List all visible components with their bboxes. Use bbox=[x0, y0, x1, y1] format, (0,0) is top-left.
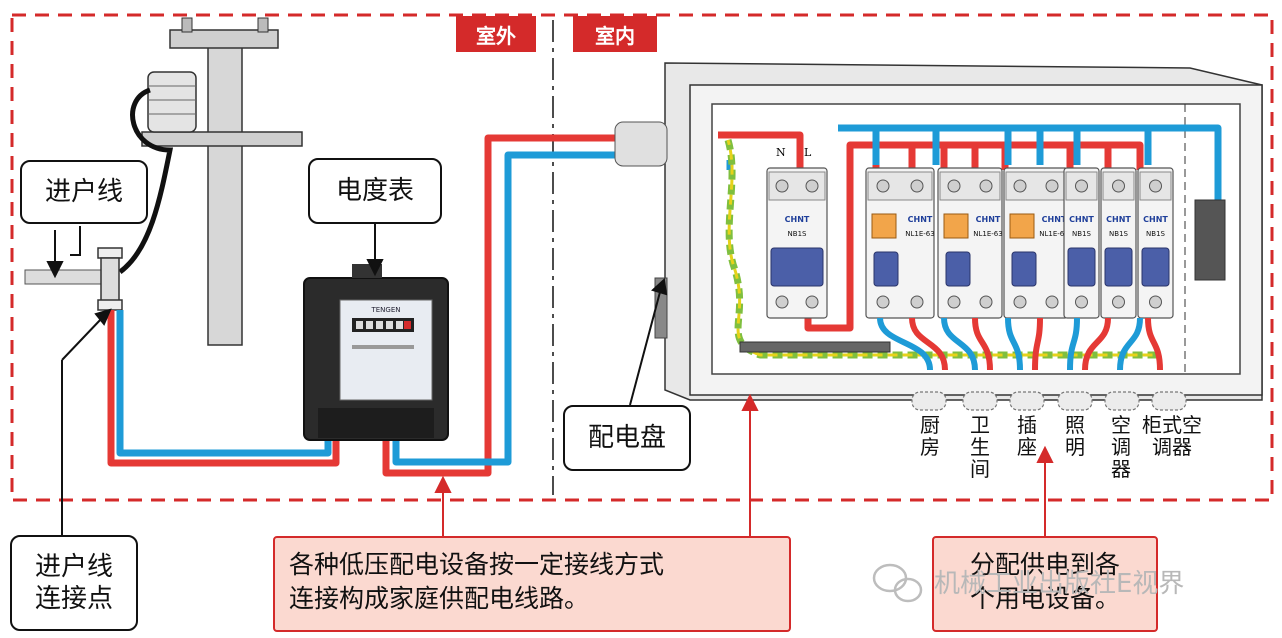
left-callout: 各种低压配电设备按一定接线方式 连接构成家庭供配电线路。 bbox=[273, 536, 791, 632]
breaker-model-label: NB1S bbox=[788, 230, 807, 238]
breaker-mcb: CHNT NB1S bbox=[1063, 167, 1100, 319]
dashed-boundary bbox=[10, 13, 1274, 502]
energy-meter bbox=[303, 264, 449, 441]
breaker-rcd: CHNT NL1E-63 bbox=[1003, 167, 1069, 319]
breaker-row: CHNTNB1SCHNTNL1E-63CHNTNL1E-63CHNTNL1E-6… bbox=[747, 167, 1216, 352]
outdoor-tag: 室外 bbox=[456, 16, 536, 52]
circuit-label-cabinet-aircon: 柜式空调器 bbox=[1142, 413, 1202, 459]
circuit-label-bathroom: 卫生间 bbox=[970, 413, 990, 481]
wires-outdoor bbox=[107, 134, 625, 477]
breaker-brand-label: CHNT bbox=[1143, 215, 1168, 224]
breaker-brand-label: CHNT bbox=[1042, 215, 1067, 224]
breaker-brand-label: CHNT bbox=[976, 215, 1001, 224]
connection-point-label: 进户线 连接点 bbox=[10, 535, 138, 631]
circuit-label-socket: 插座 bbox=[1017, 413, 1037, 459]
circuit-label-kitchen: 厨房 bbox=[920, 413, 940, 459]
breaker-rcd: CHNT NL1E-63 bbox=[937, 167, 1003, 319]
breaker-brand-label: CHNT bbox=[785, 215, 810, 224]
watermark: 机械工业出版社E视界 bbox=[934, 569, 1185, 599]
callout-arrows bbox=[434, 393, 1054, 536]
circuit-label-lighting: 照明 bbox=[1065, 413, 1085, 459]
breaker-model-label: NB1S bbox=[1109, 230, 1128, 238]
distribution-board-label: 配电盘 bbox=[563, 405, 691, 471]
cable-outlets bbox=[911, 391, 1187, 411]
breaker-rcd: CHNT NL1E-63 bbox=[865, 167, 935, 319]
service-line-pipe bbox=[24, 247, 123, 311]
service-line-label: 进户线 bbox=[20, 160, 148, 224]
breaker-model-label: NL1E-63 bbox=[1039, 230, 1068, 238]
breaker-model-label: NB1S bbox=[1146, 230, 1165, 238]
breaker-model-label: NB1S bbox=[1072, 230, 1091, 238]
breaker-model-label: NL1E-63 bbox=[905, 230, 934, 238]
breaker-mcb: CHNT NB1S bbox=[1137, 167, 1174, 319]
outgoing-wires bbox=[877, 317, 1163, 371]
breaker-brand-label: CHNT bbox=[908, 215, 933, 224]
breaker-brand-label: CHNT bbox=[1106, 215, 1131, 224]
utility-pole bbox=[118, 17, 303, 346]
busbar-wiring bbox=[718, 124, 1222, 359]
terminal-l-label: L bbox=[804, 146, 812, 159]
meter-label: 电度表 bbox=[308, 158, 442, 224]
meter-brand: TENGEN bbox=[370, 306, 400, 314]
breaker-brand-label: CHNT bbox=[1069, 215, 1094, 224]
circuit-label-aircon: 空调器 bbox=[1111, 413, 1131, 481]
pointer-lines bbox=[46, 222, 668, 535]
breaker-main: CHNT NB1S bbox=[766, 167, 828, 319]
terminal-n-label: N bbox=[776, 146, 786, 159]
wechat-icon bbox=[872, 563, 923, 603]
right-callout: 分配供电到各 个用电设备。 bbox=[932, 536, 1158, 632]
terminal-bar-bottom bbox=[739, 199, 1226, 353]
breaker-mcb: CHNT NB1S bbox=[1100, 167, 1137, 319]
breaker-model-label: NL1E-63 bbox=[973, 230, 1002, 238]
indoor-tag: 室内 bbox=[573, 16, 657, 52]
